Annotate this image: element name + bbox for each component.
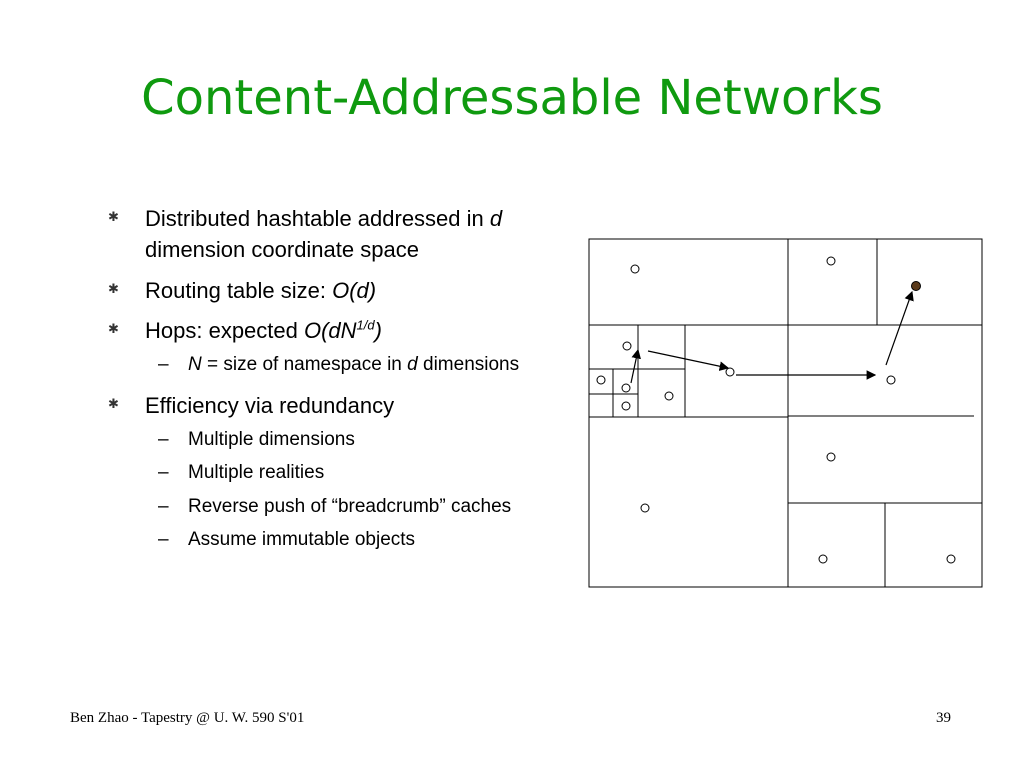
node: [826, 256, 836, 266]
node: [596, 375, 606, 385]
node: [621, 383, 631, 393]
node: [621, 401, 631, 411]
coordinate-space-boundary: [588, 238, 983, 588]
route-arrow: [630, 348, 641, 384]
route-arrow: [647, 350, 730, 371]
target-node: [911, 281, 921, 291]
node-set: [596, 256, 956, 564]
bullet-hashtable: ✱ Distributed hashtable addressed in d d…: [108, 206, 503, 262]
slide-footer: Ben Zhao - Tapestry @ U. W. 590 S'01: [70, 710, 305, 726]
node: [622, 341, 632, 351]
node: [946, 554, 956, 564]
node: [725, 367, 735, 377]
bullet-efficiency: ✱ Efficiency via redundancy: [108, 392, 395, 418]
page-number: 39: [936, 710, 951, 726]
node: [818, 554, 828, 564]
node: [630, 264, 640, 274]
routing-path: [630, 290, 914, 384]
node: [664, 391, 674, 401]
efficiency-subitems: –Multiple dimensions –Multiple realities…: [108, 426, 568, 554]
hops-subitems: – N = size of namespace in d dimensions: [108, 351, 568, 379]
can-coordinate-space-diagram: [588, 238, 983, 588]
node: [826, 452, 836, 462]
bullet-routing-table: ✱ Routing table size: O(d): [108, 277, 377, 303]
route-arrow: [885, 290, 914, 366]
zone-grid: [588, 238, 983, 588]
asterisk-bullet-icon: ✱: [108, 280, 119, 296]
node: [886, 375, 896, 385]
subitem-dimensions: –Multiple dimensions: [158, 428, 355, 450]
asterisk-bullet-icon: ✱: [108, 395, 119, 411]
subitem-breadcrumb: –Reverse push of “breadcrumb” caches: [158, 495, 512, 517]
dash-marker: –: [158, 354, 169, 376]
slide-title: Content-Addressable Networks: [141, 70, 883, 126]
bullet-list: ✱ Distributed hashtable addressed in d d…: [108, 204, 568, 566]
subitem-realities: –Multiple realities: [158, 462, 325, 484]
subitem-immutable: –Assume immutable objects: [158, 529, 416, 551]
node: [640, 503, 650, 513]
subitem-namespace: – N = size of namespace in d dimensions: [108, 351, 568, 379]
bullet-hops: ✱ Hops: expected O(dN1/d): [108, 318, 382, 344]
asterisk-bullet-icon: ✱: [108, 209, 119, 224]
asterisk-bullet-icon: ✱: [108, 321, 119, 337]
